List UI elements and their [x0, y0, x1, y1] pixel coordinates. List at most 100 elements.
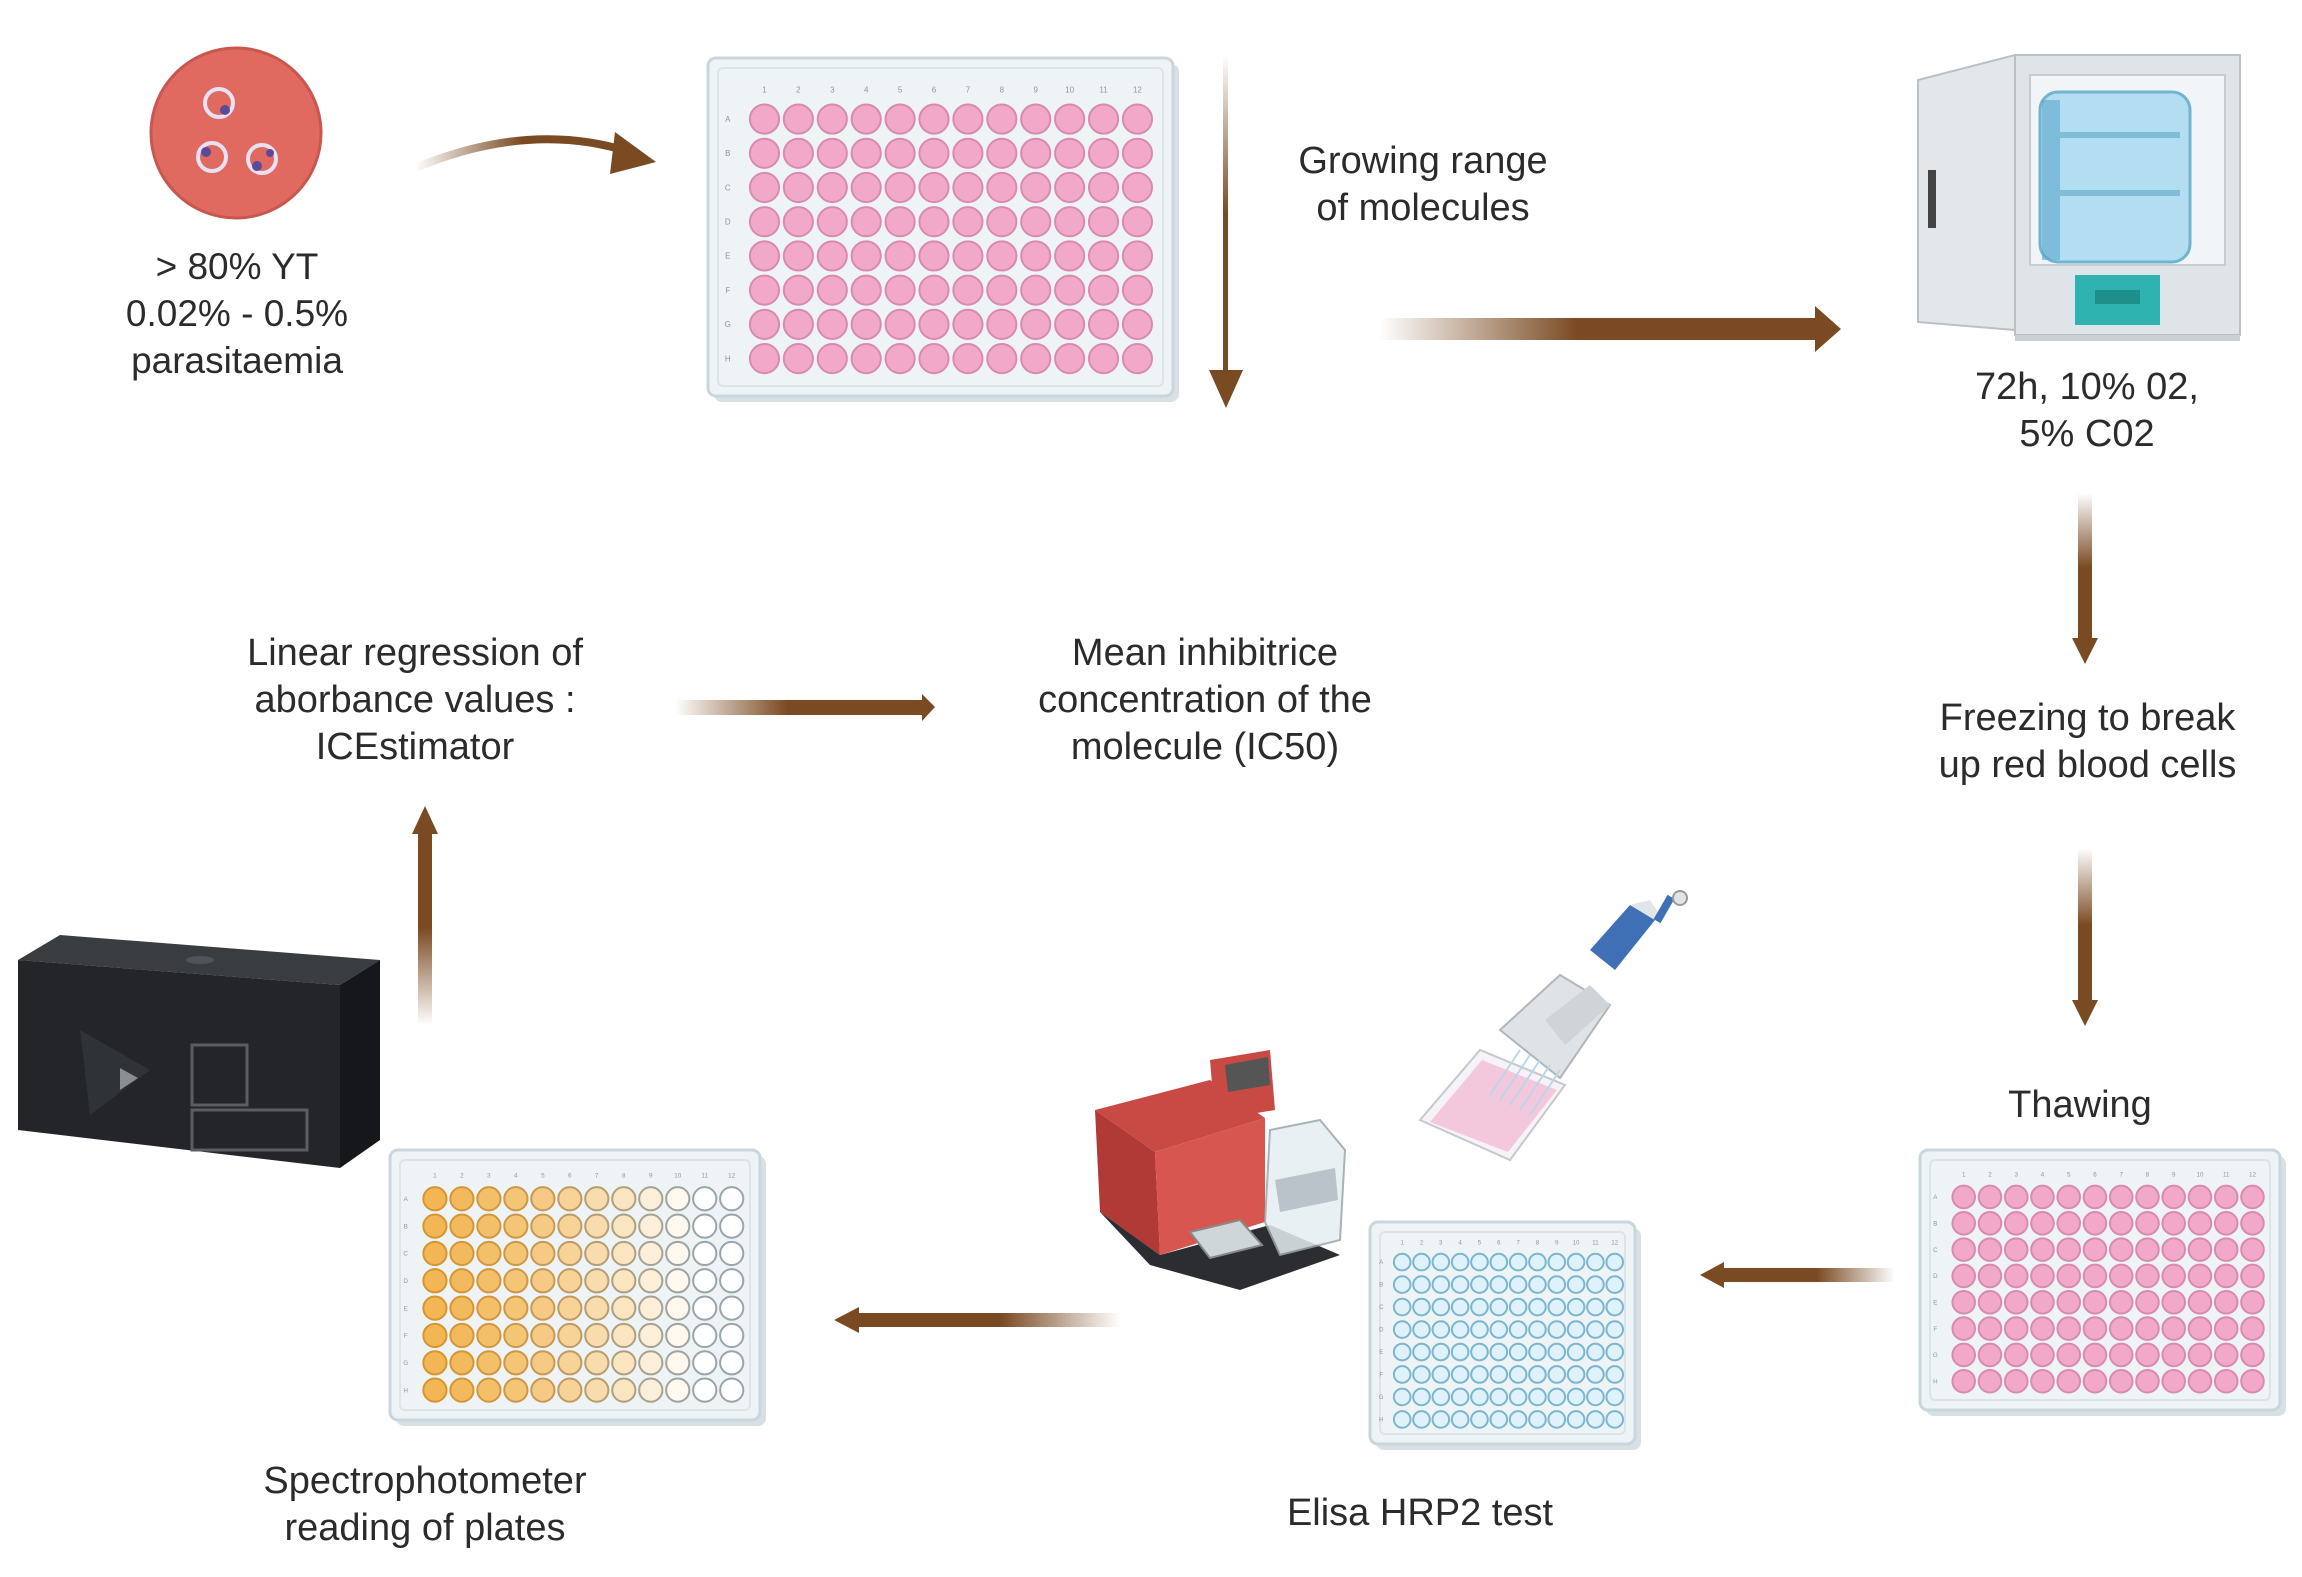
ic50-line: molecule (IC50) — [1070, 726, 1340, 768]
plate-well — [1586, 1297, 1605, 1317]
plate-column-label: 10 — [1065, 85, 1074, 94]
plate-row-label: C — [725, 183, 731, 192]
plate-well — [530, 1186, 556, 1212]
plate-well — [638, 1186, 664, 1212]
plate-well — [1392, 1275, 1412, 1294]
plate-well — [1412, 1342, 1431, 1362]
plate-column-label: 4 — [864, 85, 869, 94]
plate-column-label: 9 — [649, 1172, 653, 1179]
plate-well — [1450, 1252, 1470, 1272]
plate-well — [816, 206, 848, 238]
plate-well — [422, 1295, 448, 1321]
plate-column-label: 1 — [433, 1172, 437, 1179]
plate-well — [782, 171, 814, 204]
plate-well — [850, 137, 882, 169]
plate-well — [665, 1350, 691, 1376]
plate-well — [503, 1213, 529, 1239]
plate-well — [1528, 1342, 1547, 1362]
plate-well — [611, 1240, 637, 1267]
plate-well — [782, 240, 814, 272]
plate-column-label: 12 — [1611, 1241, 1618, 1247]
arrow-regression-to-ic50 — [675, 694, 935, 721]
plate-column-label: 10 — [1573, 1241, 1580, 1247]
plate-well — [584, 1350, 610, 1376]
plate-well — [557, 1295, 583, 1321]
plate-well — [2135, 1289, 2160, 1315]
plate-well — [1528, 1320, 1547, 1339]
plate-well — [1586, 1320, 1605, 1339]
arrow-incubator-to-freezing — [2072, 493, 2098, 664]
plate-well — [1054, 206, 1086, 238]
plate-well — [1412, 1275, 1431, 1294]
plate-well — [719, 1213, 745, 1239]
plate-well — [1412, 1252, 1431, 1272]
plate-column-label: 5 — [2067, 1171, 2071, 1178]
plate-well — [1121, 206, 1154, 238]
plate-well — [530, 1213, 556, 1239]
plate-well — [2240, 1237, 2265, 1262]
plate-well — [1450, 1342, 1470, 1362]
plate-column-label: 5 — [1478, 1241, 1482, 1247]
plate-well — [850, 171, 882, 204]
plate-well — [1977, 1184, 2003, 1210]
plate-well — [850, 274, 882, 306]
plate-well — [584, 1377, 610, 1403]
plate-well — [638, 1213, 664, 1239]
plate-well — [449, 1377, 475, 1403]
plate-well — [503, 1322, 529, 1349]
plate-well — [1020, 274, 1052, 306]
plate-row-label: D — [1933, 1273, 1938, 1280]
plate-well — [952, 103, 984, 135]
freezing-line: Freezing to break — [1939, 697, 2236, 739]
plate-well — [1392, 1252, 1412, 1272]
plate-well — [2082, 1184, 2108, 1210]
plate-well — [2161, 1184, 2187, 1210]
plate-well — [557, 1268, 583, 1294]
plate-well — [2056, 1316, 2082, 1341]
plate-well — [2003, 1263, 2029, 1289]
plate-row-label: A — [725, 115, 731, 124]
plate-well — [884, 274, 916, 306]
growing-range-label: Growing range of molecules — [1258, 138, 1588, 232]
plate-well — [2135, 1368, 2160, 1394]
plate-well — [1566, 1410, 1586, 1429]
incubator-icon — [1917, 53, 2241, 341]
plate-well — [1020, 240, 1052, 272]
plate-well — [638, 1322, 664, 1349]
plate-well — [422, 1186, 448, 1212]
plate-well — [1489, 1252, 1509, 1272]
plate-well — [2240, 1211, 2265, 1236]
plate-well — [1951, 1211, 1977, 1236]
plate-well — [2056, 1184, 2082, 1210]
plate-washer-icon — [1095, 1050, 1347, 1290]
plate-well — [1450, 1365, 1470, 1384]
plate-well — [1508, 1387, 1528, 1407]
plate-well — [1087, 137, 1120, 169]
plate-well — [449, 1268, 475, 1294]
plate-well — [2056, 1342, 2082, 1368]
plate-well — [422, 1240, 448, 1267]
plate-row-label: D — [403, 1278, 408, 1285]
plate-well — [1392, 1365, 1412, 1384]
plate-well — [850, 240, 882, 272]
plate-well — [1489, 1387, 1509, 1407]
culture-label-line: 0.02% - 0.5% — [125, 293, 349, 334]
plate-well — [1121, 103, 1154, 135]
plate-well — [1087, 308, 1120, 340]
spectro-label: Spectrophotometer reading of plates — [230, 1458, 620, 1552]
plate-well — [1020, 206, 1052, 238]
plate-row-label: E — [1933, 1299, 1937, 1306]
plate-well — [952, 343, 984, 375]
plate-well — [1431, 1252, 1451, 1272]
plate-well — [1586, 1387, 1605, 1407]
plate-column-label: 3 — [1439, 1241, 1443, 1247]
plate-well — [2213, 1263, 2239, 1289]
plate-well — [1392, 1297, 1412, 1317]
plate-well — [1566, 1387, 1586, 1407]
plate-well — [1450, 1297, 1470, 1317]
plate-well — [2056, 1289, 2082, 1315]
plate-well — [1951, 1237, 1977, 1262]
plate-well — [1566, 1320, 1586, 1339]
